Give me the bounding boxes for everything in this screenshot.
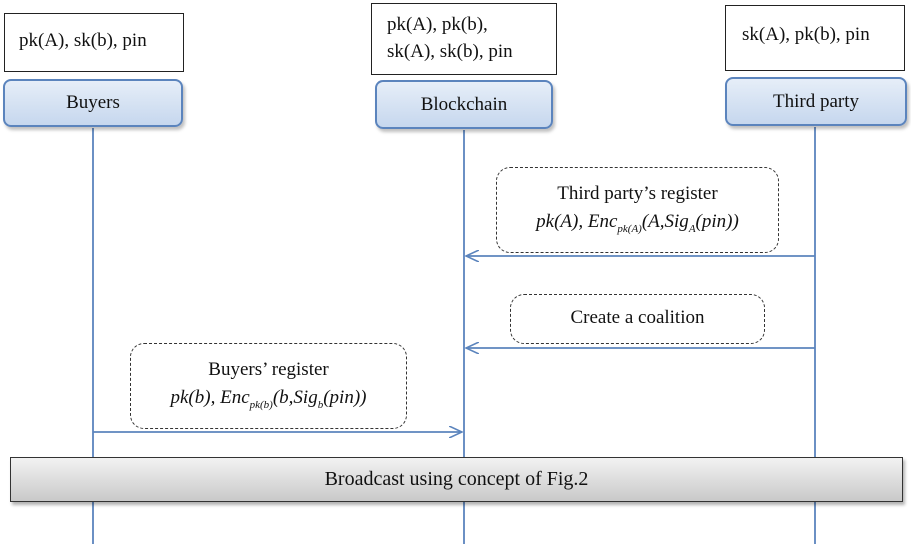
actor-buyers: Buyers: [3, 79, 183, 127]
message-create-coalition-title: Create a coalition: [570, 307, 705, 328]
keybox-blockchain-line-1: pk(A), pk(b),: [387, 14, 488, 35]
keybox-blockchain: pk(A), pk(b), sk(A), sk(b), pin: [371, 3, 557, 75]
message-third-party-register-title: Third party’s register: [557, 183, 718, 204]
broadcast-label: Broadcast using concept of Fig.2: [324, 468, 589, 490]
keybox-blockchain-line-2: sk(A), sk(b), pin: [387, 41, 513, 62]
message-buyers-register-formula: pk(b), Encpk(b)(b,Sigb(pin)): [170, 387, 367, 411]
message-create-coalition: Create a coalition: [510, 294, 765, 344]
keybox-third-party-line: sk(A), pk(b), pin: [742, 24, 870, 45]
message-buyers-register-title: Buyers’ register: [208, 359, 329, 380]
message-buyers-register: Buyers’ register pk(b), Encpk(b)(b,Sigb(…: [130, 343, 407, 429]
actor-third-party: Third party: [725, 77, 907, 126]
broadcast-bar: Broadcast using concept of Fig.2: [10, 457, 903, 502]
keybox-buyers: pk(A), sk(b), pin: [4, 13, 184, 72]
message-third-party-register: Third party’s register pk(A), Encpk(A)(A…: [496, 167, 779, 253]
keybox-third-party: sk(A), pk(b), pin: [725, 5, 905, 71]
message-third-party-register-formula: pk(A), Encpk(A)(A,SigA(pin)): [536, 211, 739, 235]
actor-blockchain: Blockchain: [375, 80, 553, 129]
keybox-buyers-line: pk(A), sk(b), pin: [19, 30, 147, 51]
